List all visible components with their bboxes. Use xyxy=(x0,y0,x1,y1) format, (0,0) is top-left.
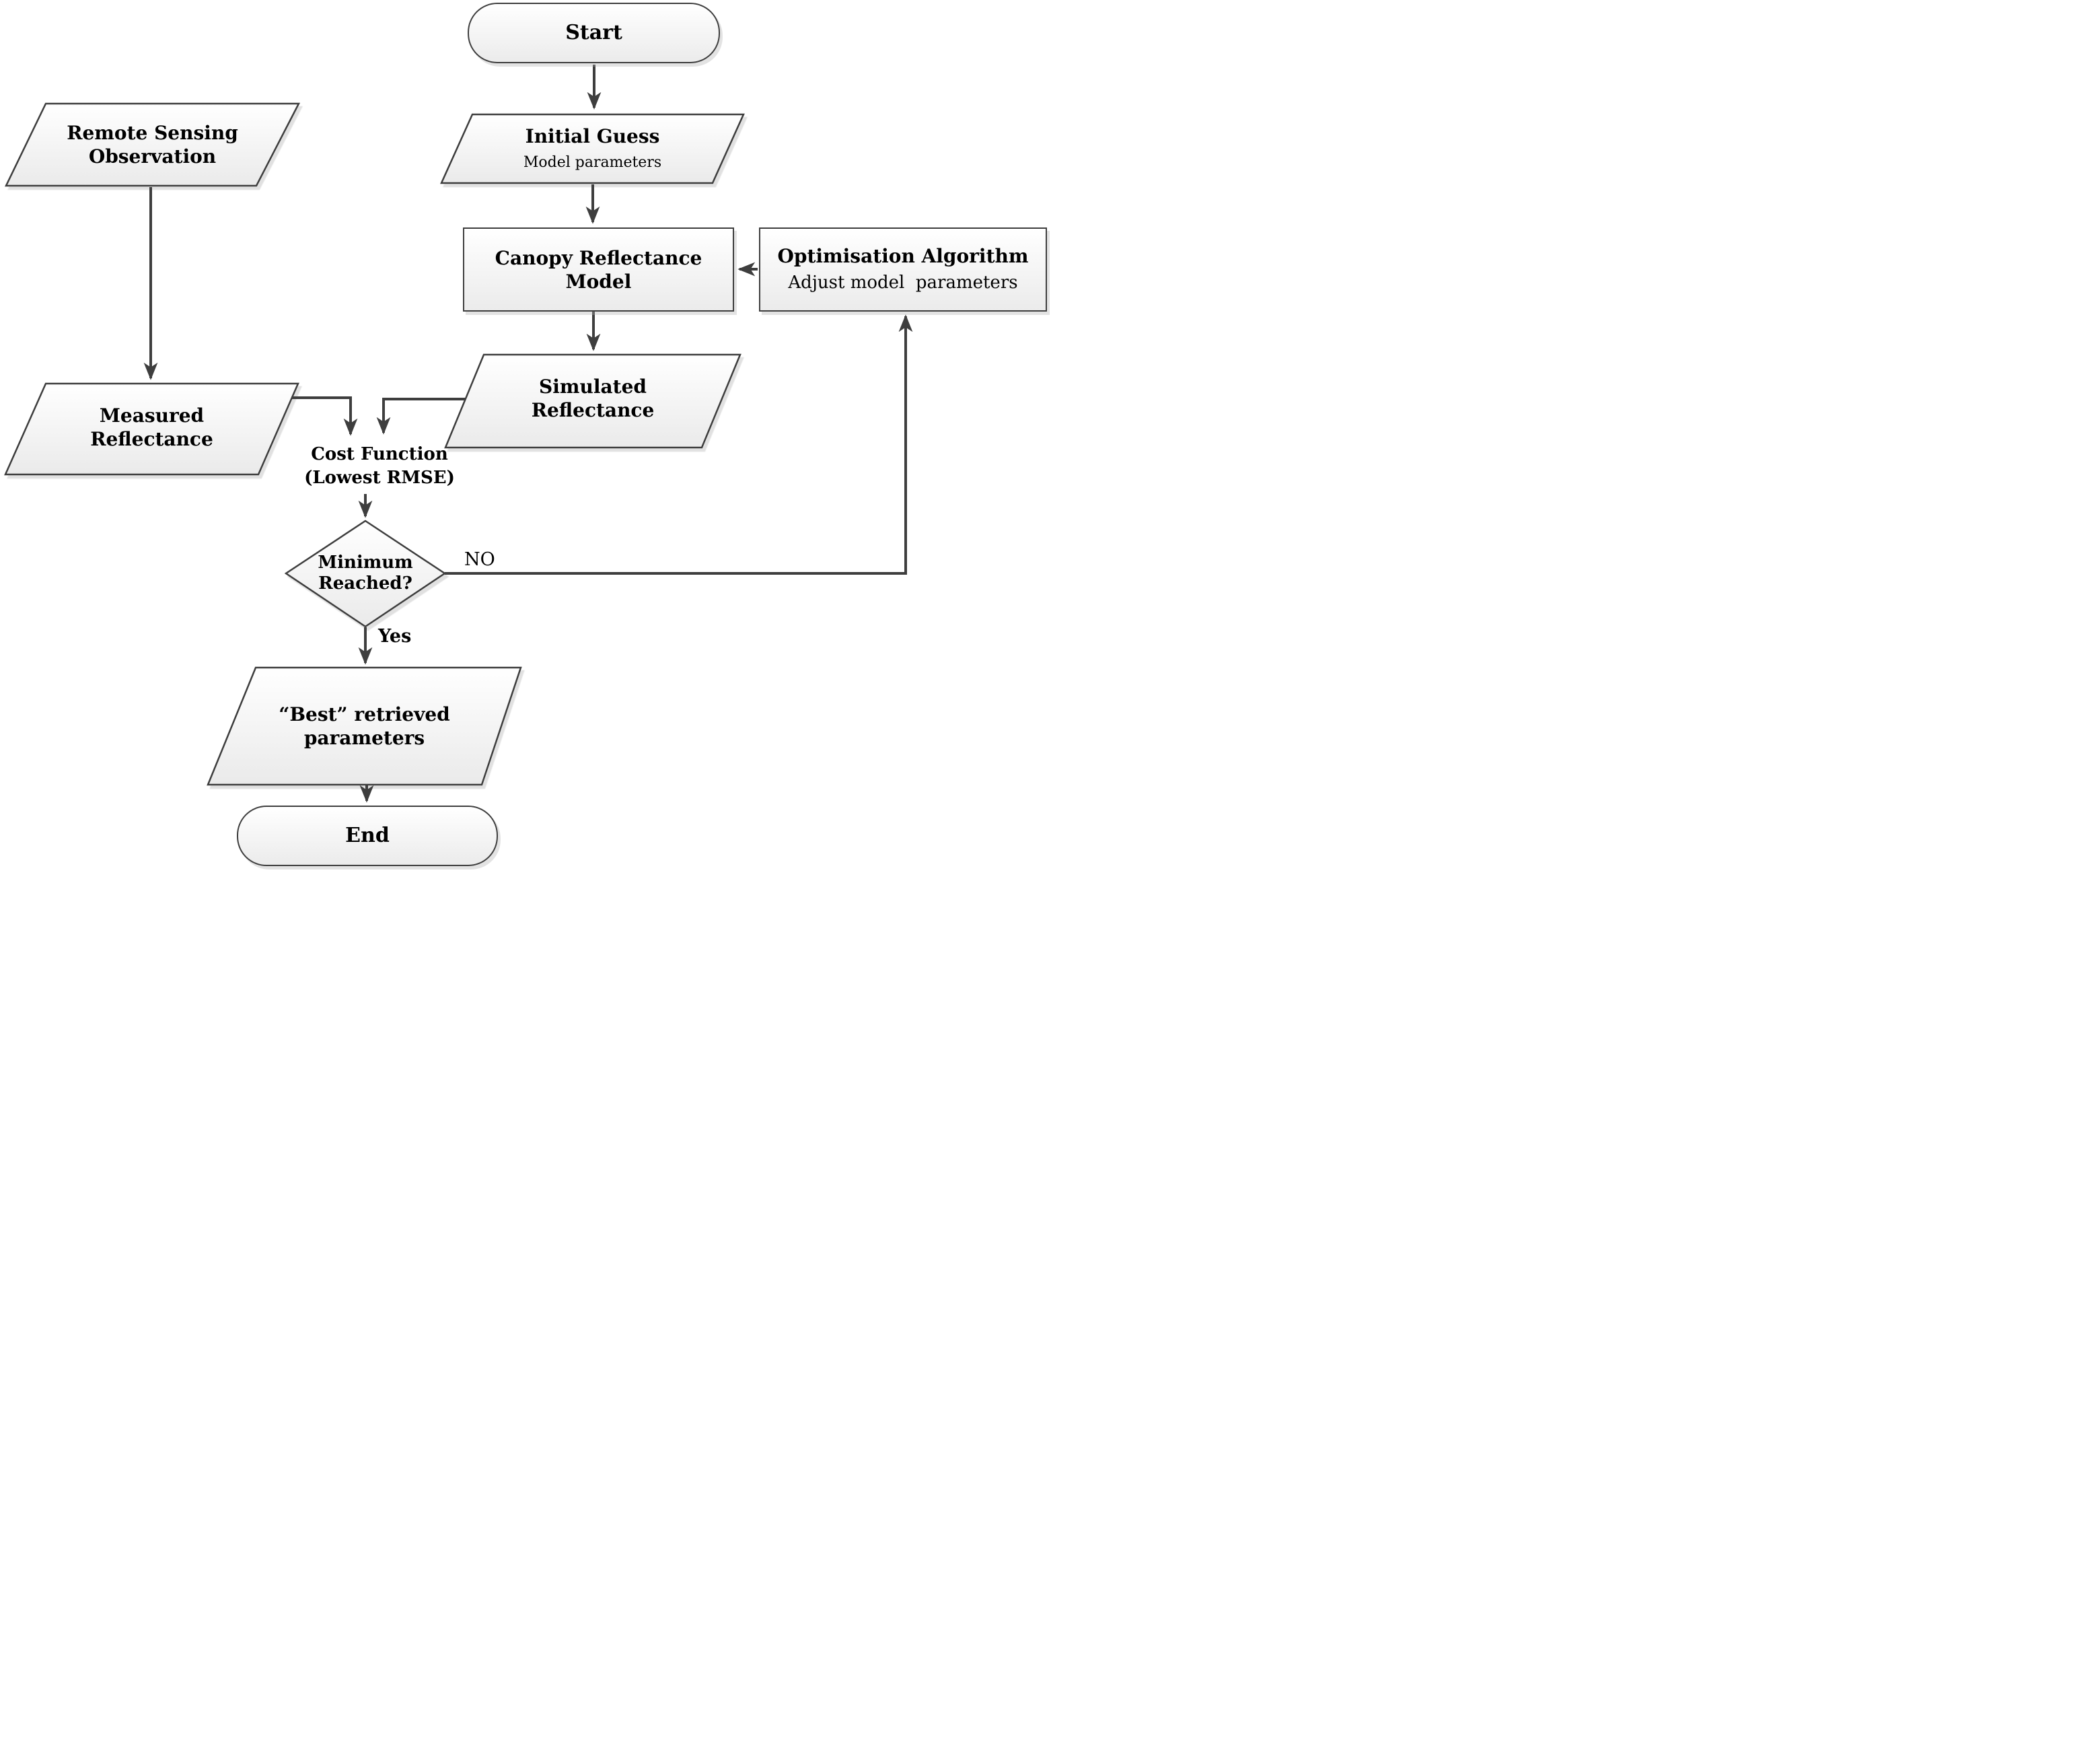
minimum-reached-diamond xyxy=(284,520,447,628)
edge-no-to-optimisation xyxy=(445,314,913,575)
initial-guess-parallelogram xyxy=(440,113,745,184)
optimisation-subtitle: Adjust model parameters xyxy=(788,273,1018,293)
optimisation-process: Optimisation Algorithm Adjust model para… xyxy=(759,227,1047,312)
edge-simulated-to-cost xyxy=(376,398,466,435)
flowchart-canvas: Start Canopy Reflectance Model Optimisat… xyxy=(0,0,1050,871)
start-terminator: Start xyxy=(468,3,720,63)
end-terminator: End xyxy=(237,806,498,866)
end-label: End xyxy=(345,824,390,847)
remote-sensing-parallelogram xyxy=(5,102,301,187)
flowchart-shapes-layer xyxy=(4,65,913,803)
simulated-reflectance-parallelogram xyxy=(444,353,741,449)
best-parameters-parallelogram xyxy=(207,666,522,786)
start-label: Start xyxy=(565,21,622,44)
edge-measured-to-cost xyxy=(292,396,358,436)
canopy-model-process: Canopy Reflectance Model xyxy=(463,227,734,312)
canopy-model-title: Canopy Reflectance Model xyxy=(495,246,702,293)
optimisation-title: Optimisation Algorithm xyxy=(777,245,1029,268)
measured-reflectance-parallelogram xyxy=(4,382,299,476)
